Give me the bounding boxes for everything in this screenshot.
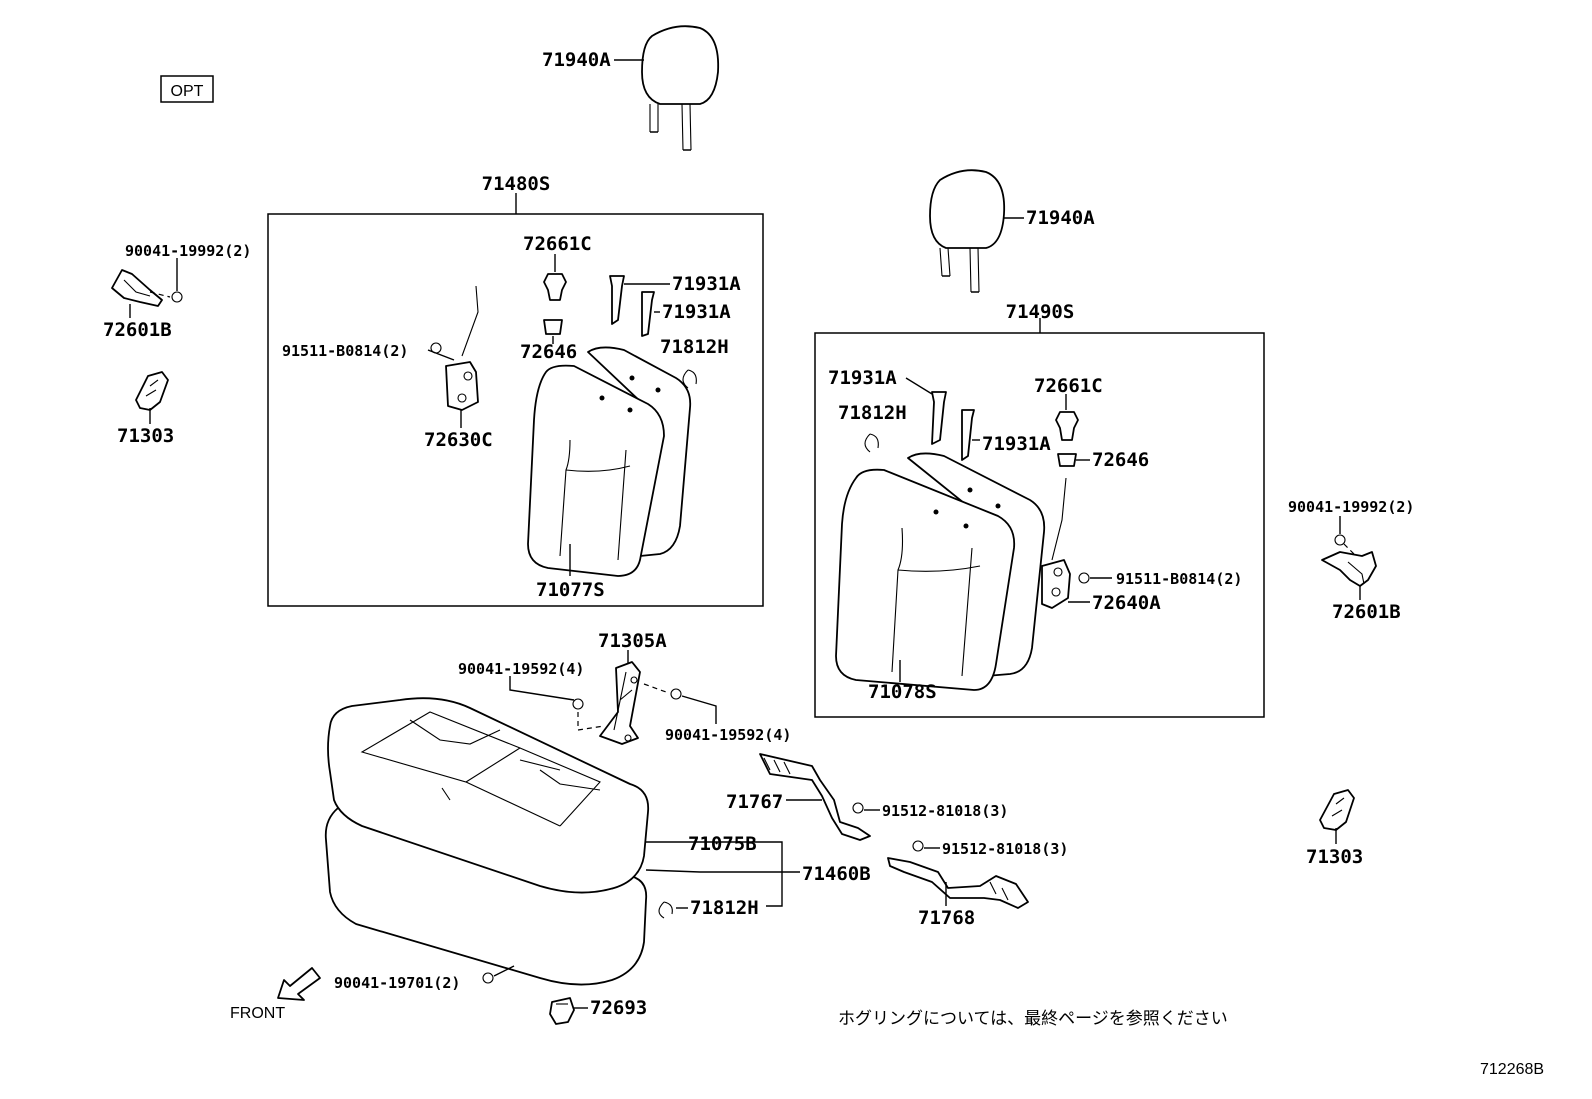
headrest-right-part (929, 169, 1006, 293)
label-71931a-left-1: 71931A (672, 273, 741, 295)
label-71768: 71768 (918, 907, 975, 929)
guide-71931a-right (931, 391, 975, 461)
cover-left-part (135, 371, 169, 411)
diagram-id: 712268B (1480, 1061, 1544, 1078)
label-71940a-right: 71940A (1026, 207, 1095, 229)
label-71303-right: 71303 (1306, 846, 1363, 868)
seat-cushion-part (324, 697, 650, 986)
label-71077s: 71077S (536, 579, 605, 601)
label-71812h-left: 71812H (660, 336, 729, 358)
label-71305a: 71305A (598, 630, 667, 652)
lock-wire-71768-part (887, 857, 1029, 909)
front-arrow-icon (277, 967, 321, 1001)
label-bolt-90041-19592-2: 90041-19592(4) (665, 726, 791, 744)
lock-wire-71767-part (759, 753, 871, 841)
label-71931a-left-2: 71931A (662, 301, 731, 323)
lock-72640a-right (1041, 477, 1071, 609)
opt-badge: OPT (160, 75, 214, 103)
seatback-71078s-part (835, 452, 1046, 691)
label-71078s: 71078S (868, 681, 937, 703)
lock-72630c-left (445, 285, 479, 411)
label-71480s: 71480S (482, 173, 551, 195)
clip-72661c-right (1055, 411, 1079, 441)
label-bolt-90041-19992-right: 90041-19992(2) (1288, 498, 1414, 516)
label-bolt-90041-19592-1: 90041-19592(4) (458, 660, 584, 678)
label-72646-right: 72646 (1092, 449, 1149, 471)
label-bolt-90041-19992-left: 90041-19992(2) (125, 242, 251, 260)
bracket-71305a-part (577, 661, 667, 745)
label-71490s: 71490S (1006, 301, 1075, 323)
label-72693: 72693 (590, 997, 647, 1019)
seatback-71077s-part (527, 346, 692, 577)
label-bolt-91512-81018-1: 91512-81018(3) (882, 802, 1008, 820)
label-72646-left: 72646 (520, 341, 577, 363)
opt-label: OPT (171, 83, 204, 100)
clip-72661c-left (543, 273, 567, 301)
label-front: FRONT (230, 1005, 285, 1022)
label-bolt-91511-b0814-left: 91511-B0814(2) (282, 342, 408, 360)
label-bolt-91512-81018-2: 91512-81018(3) (942, 840, 1068, 858)
label-71303-left: 71303 (117, 425, 174, 447)
guide-71931a-left (609, 275, 655, 337)
label-71812h-right: 71812H (838, 402, 907, 424)
hook-71812h-cushion (658, 901, 673, 919)
label-72601b-right: 72601B (1332, 601, 1401, 623)
headrest-top-part (641, 25, 720, 151)
hook-71812h-right (864, 433, 879, 453)
label-71767: 71767 (726, 791, 783, 813)
label-72630c: 72630C (424, 429, 493, 451)
pad-72693-part (549, 997, 575, 1025)
hinge-right-part (1321, 534, 1377, 587)
label-71931a-right-2: 71931A (982, 433, 1051, 455)
bushing-72646-left (543, 319, 563, 335)
hinge-left-part (111, 269, 183, 307)
label-71075b: 71075B (688, 833, 757, 855)
hog-ring-note: ホグリングについては、最終ページを参照ください (838, 1009, 1228, 1029)
label-bolt-91511-b0814-right: 91511-B0814(2) (1116, 570, 1242, 588)
label-71460b: 71460B (802, 863, 871, 885)
label-bolt-90041-19701: 90041-19701(2) (334, 974, 460, 992)
label-72661c-right: 72661C (1034, 375, 1103, 397)
label-72601b-left: 72601B (103, 319, 172, 341)
label-71931a-right-1: 71931A (828, 367, 897, 389)
label-71812h-cushion: 71812H (690, 897, 759, 919)
bushing-72646-right (1057, 453, 1077, 467)
label-72640a: 72640A (1092, 592, 1161, 614)
hook-71812h-left (682, 369, 697, 389)
label-71940a-top: 71940A (542, 49, 611, 71)
cover-right-part (1319, 789, 1355, 831)
label-72661c-left: 72661C (523, 233, 592, 255)
